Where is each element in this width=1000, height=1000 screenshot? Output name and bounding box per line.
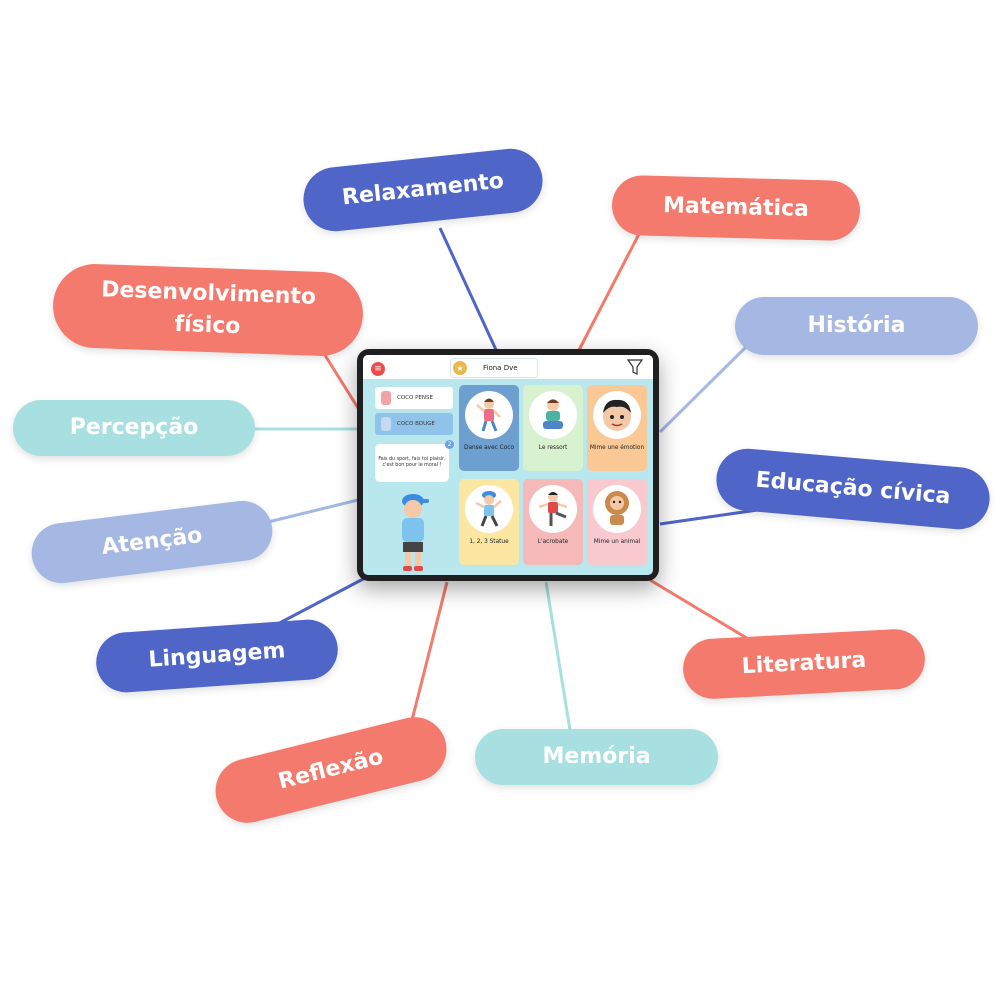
topic-memoria: Memória — [475, 729, 718, 785]
activity-image — [593, 485, 641, 533]
crouching-kid-icon — [543, 399, 563, 429]
tablet-screen: ≡ ★ Fiona Dve COCO PENSE COCO BOUGE Fais… — [363, 355, 653, 575]
topic-desenvolvimento-label-line2: físico — [174, 311, 241, 340]
connector-matematica — [576, 231, 642, 353]
topic-literatura-label: Literatura — [741, 647, 867, 680]
activity-card-ressort[interactable]: Le ressort — [523, 385, 583, 471]
connector-literatura — [649, 578, 756, 645]
speech-bubble-text: Fais du sport, fais toi plaisir, c'est b… — [378, 457, 446, 468]
activity-card-danse[interactable]: Danse avec Coco — [459, 385, 519, 471]
coco-character-icon — [402, 494, 429, 571]
activity-image — [529, 391, 577, 439]
sidebar-item-label: COCO BOUGE — [397, 421, 435, 427]
lion-kid-icon — [605, 491, 629, 525]
activities-grid: Danse avec Coco Le ressort — [457, 383, 649, 569]
activity-label: 1, 2, 3 Statue — [469, 539, 509, 545]
activity-card-mime-animal[interactable]: Mime un animal — [587, 479, 647, 565]
activity-label: Danse avec Coco — [463, 445, 515, 451]
bubble-badge: 2 — [445, 440, 454, 449]
connector-memoria — [544, 581, 572, 731]
statue-kid-icon — [475, 491, 502, 527]
acrobat-kid-icon — [538, 492, 568, 526]
sidebar-item-coco-pense[interactable]: COCO PENSE — [375, 387, 453, 409]
coco-mini-icon — [381, 417, 391, 431]
coco-mini-icon — [381, 391, 391, 405]
connector-historia — [658, 343, 750, 434]
activity-card-statue[interactable]: 1, 2, 3 Statue — [459, 479, 519, 565]
connector-relaxamento — [438, 227, 499, 353]
connector-reflexao — [408, 581, 449, 729]
sidebar-item-coco-bouge[interactable]: COCO BOUGE — [375, 413, 453, 435]
topic-historia: História — [735, 297, 978, 355]
activity-card-mime-emotion[interactable]: Mime une émotion — [587, 385, 647, 471]
topic-desenvolvimento-label-line1: Desenvolvimento — [100, 277, 317, 310]
app-top-bar: ≡ ★ Fiona Dve — [363, 355, 653, 379]
topic-desenvolvimento-fisico: Desenvolvimento físico — [51, 262, 365, 358]
connector-linguagem — [271, 576, 366, 629]
topic-atencao-label: Atenção — [100, 522, 204, 561]
funnel-icon[interactable] — [627, 358, 643, 376]
user-name: Fiona Dve — [483, 364, 518, 372]
tablet-device: ≡ ★ Fiona Dve COCO PENSE COCO BOUGE Fais… — [357, 349, 659, 581]
activity-label: L'acrobate — [537, 539, 569, 545]
topic-reflexao-label: Reflexão — [275, 744, 386, 795]
activity-image — [465, 485, 513, 533]
activity-label: Le ressort — [538, 445, 568, 451]
user-chip[interactable]: ★ Fiona Dve — [451, 359, 537, 377]
topic-memoria-label: Memória — [542, 744, 651, 769]
sidebar-item-label: COCO PENSE — [397, 395, 433, 401]
topic-relaxamento-label: Relaxamento — [340, 168, 506, 211]
user-avatar-icon: ★ — [453, 361, 467, 375]
activity-image — [465, 391, 513, 439]
topic-matematica: Matemática — [611, 174, 861, 242]
topic-historia-label: História — [807, 313, 906, 338]
connector-atencao — [267, 498, 359, 524]
activity-label: Mime un animal — [593, 539, 641, 545]
hamburger-icon[interactable]: ≡ — [371, 362, 385, 376]
activity-label: Mime une émotion — [589, 445, 645, 451]
topic-matematica-label: Matemática — [662, 193, 810, 222]
topic-percepcao: Percepção — [13, 400, 255, 456]
activity-card-acrobate[interactable]: L'acrobate — [523, 479, 583, 565]
topic-percepcao-label: Percepção — [69, 415, 199, 440]
topic-linguagem-label: Linguagem — [147, 638, 287, 673]
face-emotion-icon — [603, 399, 631, 431]
activity-image — [529, 485, 577, 533]
dancing-kid-icon — [476, 398, 501, 432]
activity-image — [593, 391, 641, 439]
topic-educacao-label: Educação cívica — [754, 467, 952, 510]
speech-bubble: Fais du sport, fais toi plaisir, c'est b… — [375, 444, 449, 482]
topic-literatura: Literatura — [681, 627, 927, 701]
